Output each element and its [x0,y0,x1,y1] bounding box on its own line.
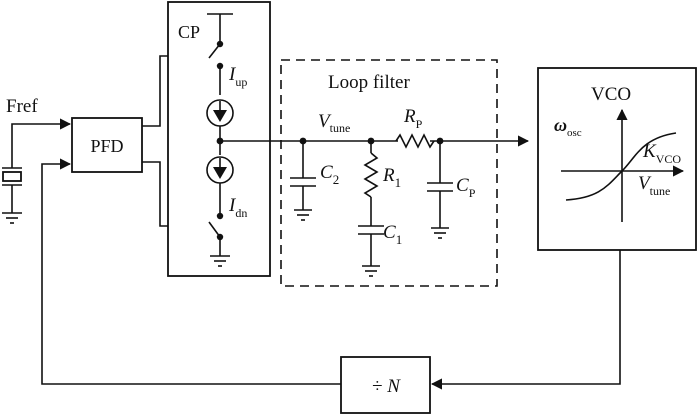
pfd-label: PFD [90,136,123,156]
i-up-label: Iup [228,64,247,89]
vco-output-wire [430,250,621,390]
vco-label: VCO [591,84,631,105]
r1-label: R1 [382,165,401,190]
c2-label: C2 [320,162,339,187]
loop-filter-label: Loop filter [328,72,410,93]
i-dn-label: Idn [228,195,247,220]
divider-label: ÷ N [372,376,401,397]
crystal-reference [2,150,22,224]
cp-cap-label: CP [456,175,476,200]
vtune-label: Vtune [318,111,350,135]
rp-label: RP [403,106,423,131]
fref-label: Fref [6,96,38,117]
vco-vtune-label: Vtune [638,173,670,198]
feedback-wire [41,158,341,385]
r1-resistor [363,137,379,226]
c1-capacitor [358,225,384,277]
pfd-block [71,117,143,173]
rp-resistor [395,132,435,150]
crystal-ground-symbol [2,212,22,224]
c1-label: C1 [383,222,402,247]
cp-capacitor [427,137,453,239]
loop-filter-boundary [280,59,498,287]
cp-label: CP [178,22,200,42]
kvco-label: KVCO [642,141,681,166]
c2-capacitor [290,137,316,221]
omega-osc-label: ωosc [554,115,582,139]
vco-block [537,67,697,251]
cp-ground-symbol [210,255,230,267]
vco-transfer-curve [561,108,685,222]
fref-wire [11,118,72,150]
up-switch [208,40,224,70]
divider-block [340,356,431,414]
